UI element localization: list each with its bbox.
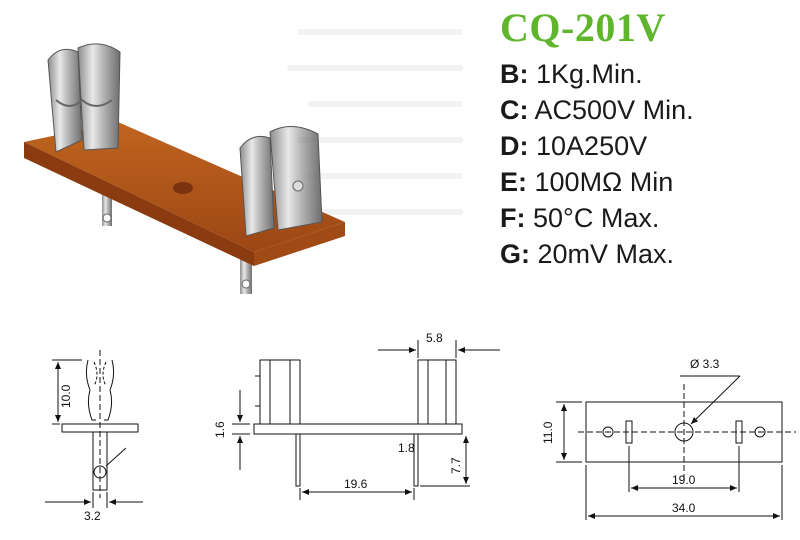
spec-value: AC500V Min. <box>534 95 694 125</box>
dim-hole-diameter: Ø 3.3 <box>690 357 720 371</box>
spec-key: C: <box>500 95 529 125</box>
spec-value: 50°C Max. <box>533 203 660 233</box>
spec-value: 20mV Max. <box>537 239 675 269</box>
front-view-drawing <box>232 340 500 500</box>
dim-terminal-length: 7.7 <box>449 457 463 474</box>
spec-value: 100MΩ Min <box>534 167 674 197</box>
faded-background-print <box>287 29 463 215</box>
dim-clip-spacing: 19.0 <box>672 473 696 487</box>
dim-clip-width: 5.8 <box>426 331 443 345</box>
terminal-left <box>102 188 112 226</box>
side-view-drawing <box>45 350 143 508</box>
fuse-clip-left <box>47 43 121 153</box>
spec-list: B: 1Kg.Min. C: AC500V Min. D: 10A250V E:… <box>500 56 694 272</box>
dim-base-ref: 1.8 <box>398 441 415 455</box>
spec-item: E: 100MΩ Min <box>500 164 694 200</box>
spec-key: G: <box>500 239 530 269</box>
spec-item: B: 1Kg.Min. <box>500 56 694 92</box>
model-title: CQ-201V <box>500 5 666 50</box>
spec-item: F: 50°C Max. <box>500 200 694 236</box>
spec-key: F: <box>500 203 526 233</box>
dim-terminal-offset: 19.6 <box>344 477 368 491</box>
dim-base-width: 11.0 <box>541 421 555 444</box>
fuse-clip-right <box>239 126 323 237</box>
spec-key: E: <box>500 167 527 197</box>
dim-terminal-width: 3.2 <box>84 509 101 523</box>
dim-base-length: 34.0 <box>672 501 696 515</box>
spec-value: 10A250V <box>536 131 648 161</box>
spec-item: C: AC500V Min. <box>500 92 694 128</box>
technical-drawings: 10.0 3.2 1.6 5.8 1.8 7.7 19.6 <box>45 331 796 523</box>
spec-item: D: 10A250V <box>500 128 694 164</box>
fuse-holder-photo <box>24 43 345 294</box>
spec-key: D: <box>500 131 529 161</box>
dim-clip-height: 10.0 <box>59 384 73 408</box>
spec-item: G: 20mV Max. <box>500 236 694 272</box>
spec-value: 1Kg.Min. <box>536 59 643 89</box>
top-view-drawing <box>556 375 796 520</box>
spec-key: B: <box>500 59 529 89</box>
dim-base-thickness: 1.6 <box>213 421 227 438</box>
